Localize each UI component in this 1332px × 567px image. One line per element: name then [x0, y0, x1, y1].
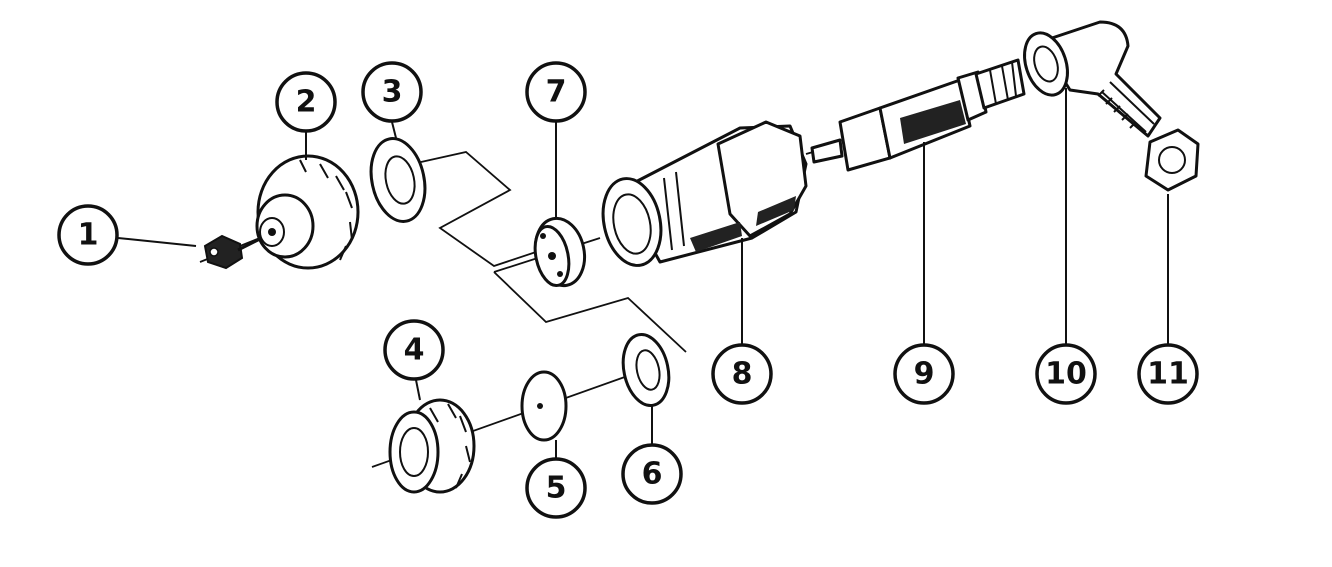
callout-5-label: 5: [546, 471, 567, 506]
leader-4: [415, 379, 421, 401]
part-9-stem: [810, 58, 1026, 172]
part-8-body: [601, 120, 808, 267]
callout-10-label: 10: [1045, 357, 1087, 392]
callout-11-label: 11: [1147, 357, 1189, 392]
callout-1-label: 1: [78, 218, 99, 253]
part-1-tip: [203, 234, 263, 270]
callout-7-label: 7: [546, 75, 567, 110]
axis-path-3-7: [411, 151, 549, 267]
leader-lines: [117, 88, 1169, 458]
part-3-washer: [369, 137, 427, 223]
part-5-flat-disc: [520, 370, 568, 442]
callout-2-label: 2: [296, 85, 317, 120]
callout-8: 8: [711, 343, 773, 405]
callout-6-label: 6: [642, 457, 663, 492]
callout-4: 4: [383, 319, 445, 381]
callout-4-label: 4: [404, 333, 425, 368]
callout-3-label: 3: [382, 75, 403, 110]
part-10-elbow: [1023, 20, 1162, 138]
callout-11: 11: [1137, 343, 1199, 405]
callout-9-label: 9: [914, 357, 935, 392]
callout-6: 6: [621, 443, 683, 505]
part-7-disc: [533, 216, 587, 288]
part-11-hex-nut: [1144, 128, 1200, 192]
callout-8-label: 8: [732, 357, 753, 392]
callout-1: 1: [57, 204, 119, 266]
part-2-knurled-cap: [255, 154, 360, 270]
leader-3: [391, 121, 397, 139]
axis-path-to-6: [493, 271, 687, 353]
callout-10: 10: [1035, 343, 1097, 405]
part-4-knurled-nut: [388, 398, 476, 494]
callout-2: 2: [275, 71, 337, 133]
leader-1: [117, 237, 197, 247]
callout-3: 3: [361, 61, 423, 123]
callout-9: 9: [893, 343, 955, 405]
callout-7: 7: [525, 61, 587, 123]
part-6-washer: [621, 332, 671, 408]
callout-5: 5: [525, 457, 587, 519]
